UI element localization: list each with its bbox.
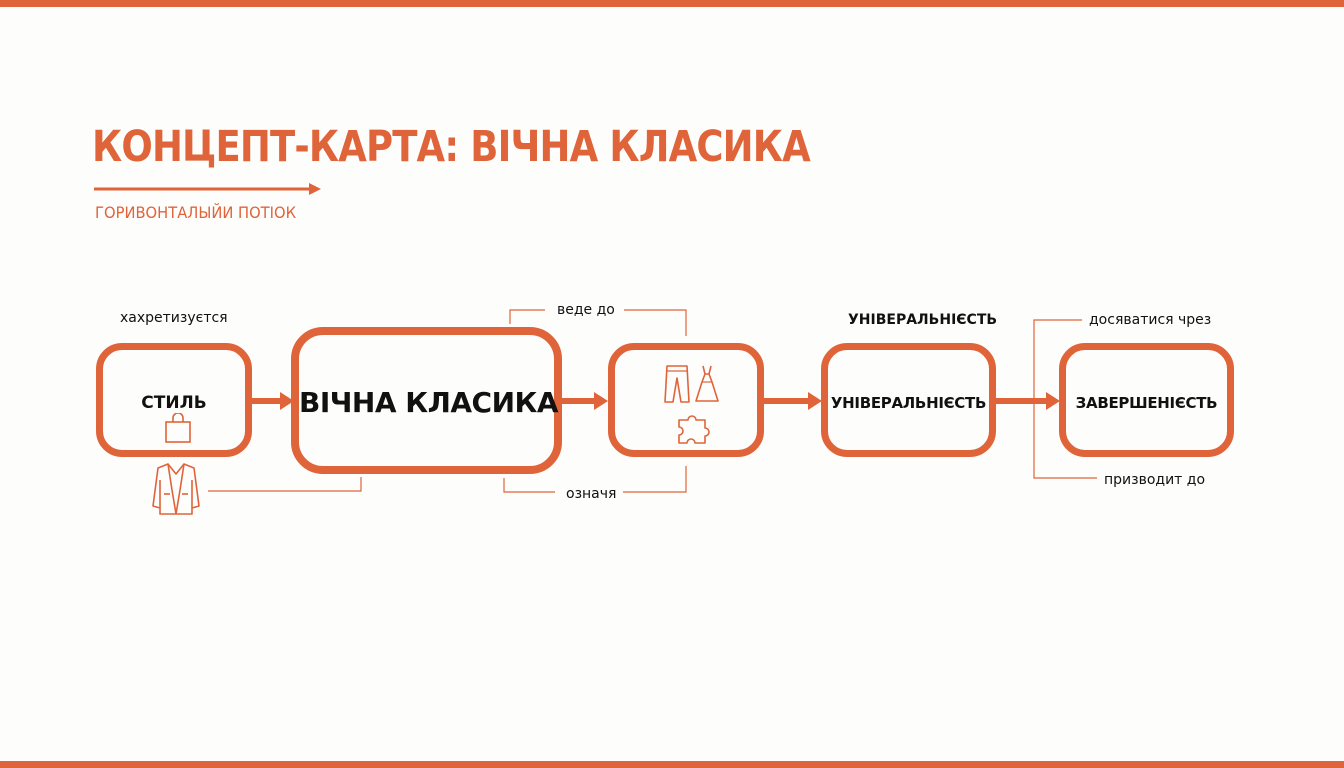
shopping-bag-icon xyxy=(165,413,191,443)
node-clothing[interactable] xyxy=(608,343,764,457)
node-classic[interactable]: ВІЧНА КЛАСИКА xyxy=(291,327,562,474)
dress-icon xyxy=(695,365,719,402)
title-underline-arrow xyxy=(94,183,321,195)
arrow-style-to-classic xyxy=(250,392,294,410)
bracket-blazer-to-classic xyxy=(208,477,362,492)
blazer-icon xyxy=(152,463,200,515)
bracket-means-left xyxy=(503,478,555,493)
node-completeness[interactable]: ЗАВЕРШЕНІЄСТЬ xyxy=(1059,343,1234,457)
node-completeness-label: ЗАВЕРШЕНІЄСТЬ xyxy=(1075,394,1218,412)
bracket-connectors xyxy=(208,309,1097,493)
relation-leads-to: веде до xyxy=(557,302,615,318)
bracket-means-right xyxy=(623,466,687,493)
relation-achieved-through: досяватися чрез xyxy=(1089,312,1212,328)
page-subtitle: ГОРИВОНТАЛЫЙИ ПОТІОК xyxy=(95,203,297,222)
relation-means: означя xyxy=(566,486,617,502)
node-classic-label: ВІЧНА КЛАСИКА xyxy=(299,386,559,419)
node-universality[interactable]: УНІВЕРАЛЬНІЄСТЬ xyxy=(821,343,996,457)
arrow-classic-to-clothing xyxy=(558,392,608,410)
relation-universality-top: УНІВЕРАЛЬНІЄСТЬ xyxy=(848,312,998,328)
relation-characterized: хахретизуєтся xyxy=(120,310,228,326)
relation-results-in: призводит до xyxy=(1104,472,1206,488)
trousers-icon xyxy=(664,365,690,403)
arrow-clothing-to-universality xyxy=(762,392,822,410)
top-accent-bar xyxy=(0,0,1344,7)
node-style-label: СТИЛЬ xyxy=(141,393,207,413)
node-style[interactable]: СТИЛЬ xyxy=(96,343,252,457)
bracket-leads-to-right xyxy=(624,309,687,336)
arrow-universality-to-completeness xyxy=(994,392,1060,410)
puzzle-icon xyxy=(678,415,710,444)
bracket-leads-to-left xyxy=(509,309,545,324)
node-universality-label: УНІВЕРАЛЬНІЄСТЬ xyxy=(830,394,987,412)
page-title: КОНЦЕПТ-КАРТА: ВІЧНА КЛАСИКА xyxy=(92,122,811,172)
bottom-accent-bar xyxy=(0,761,1344,768)
bracket-completeness-relations xyxy=(1033,319,1097,479)
